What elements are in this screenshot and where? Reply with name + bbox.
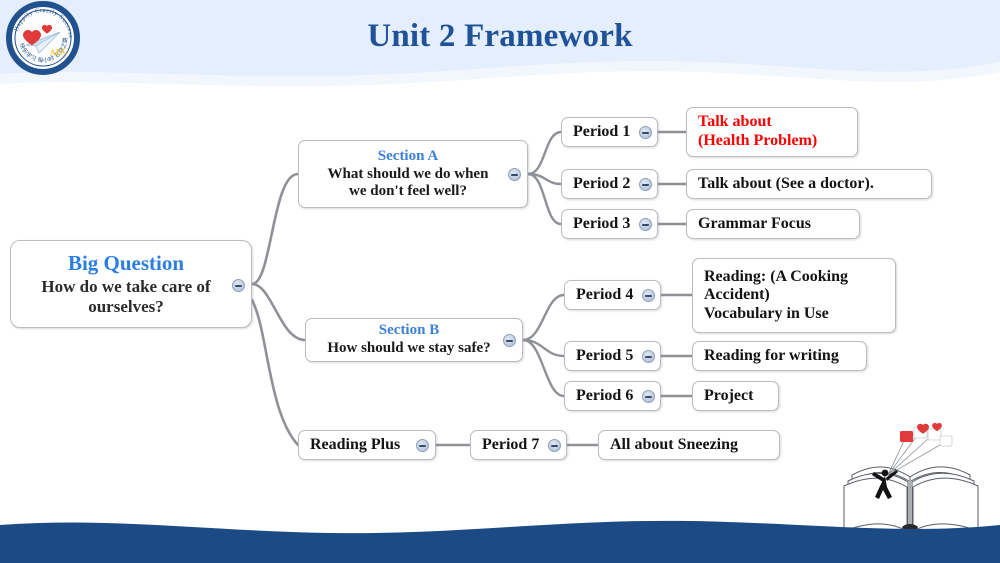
minus-circle-icon[interactable] bbox=[503, 334, 516, 347]
leaf-4-line-3: Vocabulary in Use bbox=[704, 304, 829, 322]
school-crest-logo: Happily Crazily Successfully 快乐学习 每小时 名师… bbox=[6, 1, 80, 75]
mindmap-leaf-period-5-detail[interactable]: Reading for writing bbox=[692, 341, 867, 371]
mindmap-leaf-period-6-detail[interactable]: Project bbox=[692, 381, 779, 411]
period-2-label: Period 2 bbox=[573, 175, 631, 192]
leaf-1-line-1: Talk about bbox=[698, 113, 772, 131]
mindmap-node-period-3[interactable]: Period 3 bbox=[561, 209, 658, 239]
mindmap-node-section-a[interactable]: Section A What should we do when we don'… bbox=[298, 140, 528, 208]
mindmap-node-section-b[interactable]: Section B How should we stay safe? bbox=[305, 318, 523, 362]
leaf-3-line-1: Grammar Focus bbox=[698, 214, 812, 232]
mindmap-root-node[interactable]: Big Question How do we take care of ours… bbox=[10, 240, 252, 328]
leaf-2-line-1: Talk about (See a doctor). bbox=[698, 174, 874, 192]
minus-circle-icon[interactable] bbox=[639, 218, 652, 231]
mindmap-node-reading-plus[interactable]: Reading Plus bbox=[298, 430, 436, 460]
root-subtitle-line-2: ourselves? bbox=[88, 297, 164, 316]
minus-circle-icon[interactable] bbox=[508, 168, 521, 181]
minus-circle-icon[interactable] bbox=[642, 390, 655, 403]
root-subtitle-line-1: How do we take care of bbox=[41, 277, 211, 297]
section-b-title: Section B bbox=[378, 322, 440, 339]
leaf-4-line-1: Reading: (A Cooking bbox=[704, 267, 849, 285]
minus-circle-icon[interactable] bbox=[642, 350, 655, 363]
minus-circle-icon[interactable] bbox=[639, 126, 652, 139]
page-title: Unit 2 Framework bbox=[367, 18, 633, 54]
mindmap-leaf-period-3-detail[interactable]: Grammar Focus bbox=[686, 209, 860, 239]
period-6-label: Period 6 bbox=[576, 387, 634, 404]
open-book-illustration bbox=[843, 423, 979, 532]
period-5-label: Period 5 bbox=[576, 347, 634, 364]
section-a-title: Section A bbox=[377, 147, 439, 164]
minus-circle-icon[interactable] bbox=[416, 439, 429, 452]
section-a-subtitle-line-2: we don't feel well? bbox=[349, 183, 467, 199]
mindmap-leaf-period-1-detail[interactable]: Talk about (Health Problem) bbox=[686, 107, 858, 157]
bottom-wave-band bbox=[0, 520, 1000, 563]
mindmap-node-period-5[interactable]: Period 5 bbox=[564, 341, 661, 371]
period-7-label: Period 7 bbox=[482, 436, 540, 453]
section-b-subtitle: How should we stay safe? bbox=[327, 340, 491, 357]
mindmap-node-period-7[interactable]: Period 7 bbox=[470, 430, 567, 460]
minus-circle-icon[interactable] bbox=[642, 289, 655, 302]
section-a-subtitle-line-1: What should we do when bbox=[327, 165, 489, 182]
mindmap-node-period-6[interactable]: Period 6 bbox=[564, 381, 661, 411]
mindmap-leaf-period-2-detail[interactable]: Talk about (See a doctor). bbox=[686, 169, 932, 199]
period-1-label: Period 1 bbox=[573, 123, 631, 140]
mindmap-node-period-2[interactable]: Period 2 bbox=[561, 169, 658, 199]
mindmap-node-period-1[interactable]: Period 1 bbox=[561, 117, 658, 147]
leaf-4-line-2: Accident) bbox=[704, 286, 770, 304]
mindmap-leaf-period-7-detail[interactable]: All about Sneezing bbox=[598, 430, 780, 460]
leaf-6-line-1: Project bbox=[704, 386, 754, 404]
minus-circle-icon[interactable] bbox=[548, 439, 561, 452]
mindmap-node-period-4[interactable]: Period 4 bbox=[564, 280, 661, 310]
period-3-label: Period 3 bbox=[573, 215, 631, 232]
leaf-7-line-1: All about Sneezing bbox=[610, 435, 739, 453]
mindmap-leaf-period-4-detail[interactable]: Reading: (A Cooking Accident) Vocabulary… bbox=[692, 258, 896, 333]
leaf-1-line-2: (Health Problem) bbox=[698, 132, 818, 149]
period-4-label: Period 4 bbox=[576, 286, 634, 303]
root-title: Big Question bbox=[67, 251, 185, 276]
leaf-5-line-1: Reading for writing bbox=[704, 346, 839, 364]
svg-text:ABC: ABC bbox=[49, 45, 69, 58]
minus-circle-icon[interactable] bbox=[232, 279, 245, 292]
minus-circle-icon[interactable] bbox=[639, 178, 652, 191]
reading-plus-label: Reading Plus bbox=[310, 436, 401, 453]
